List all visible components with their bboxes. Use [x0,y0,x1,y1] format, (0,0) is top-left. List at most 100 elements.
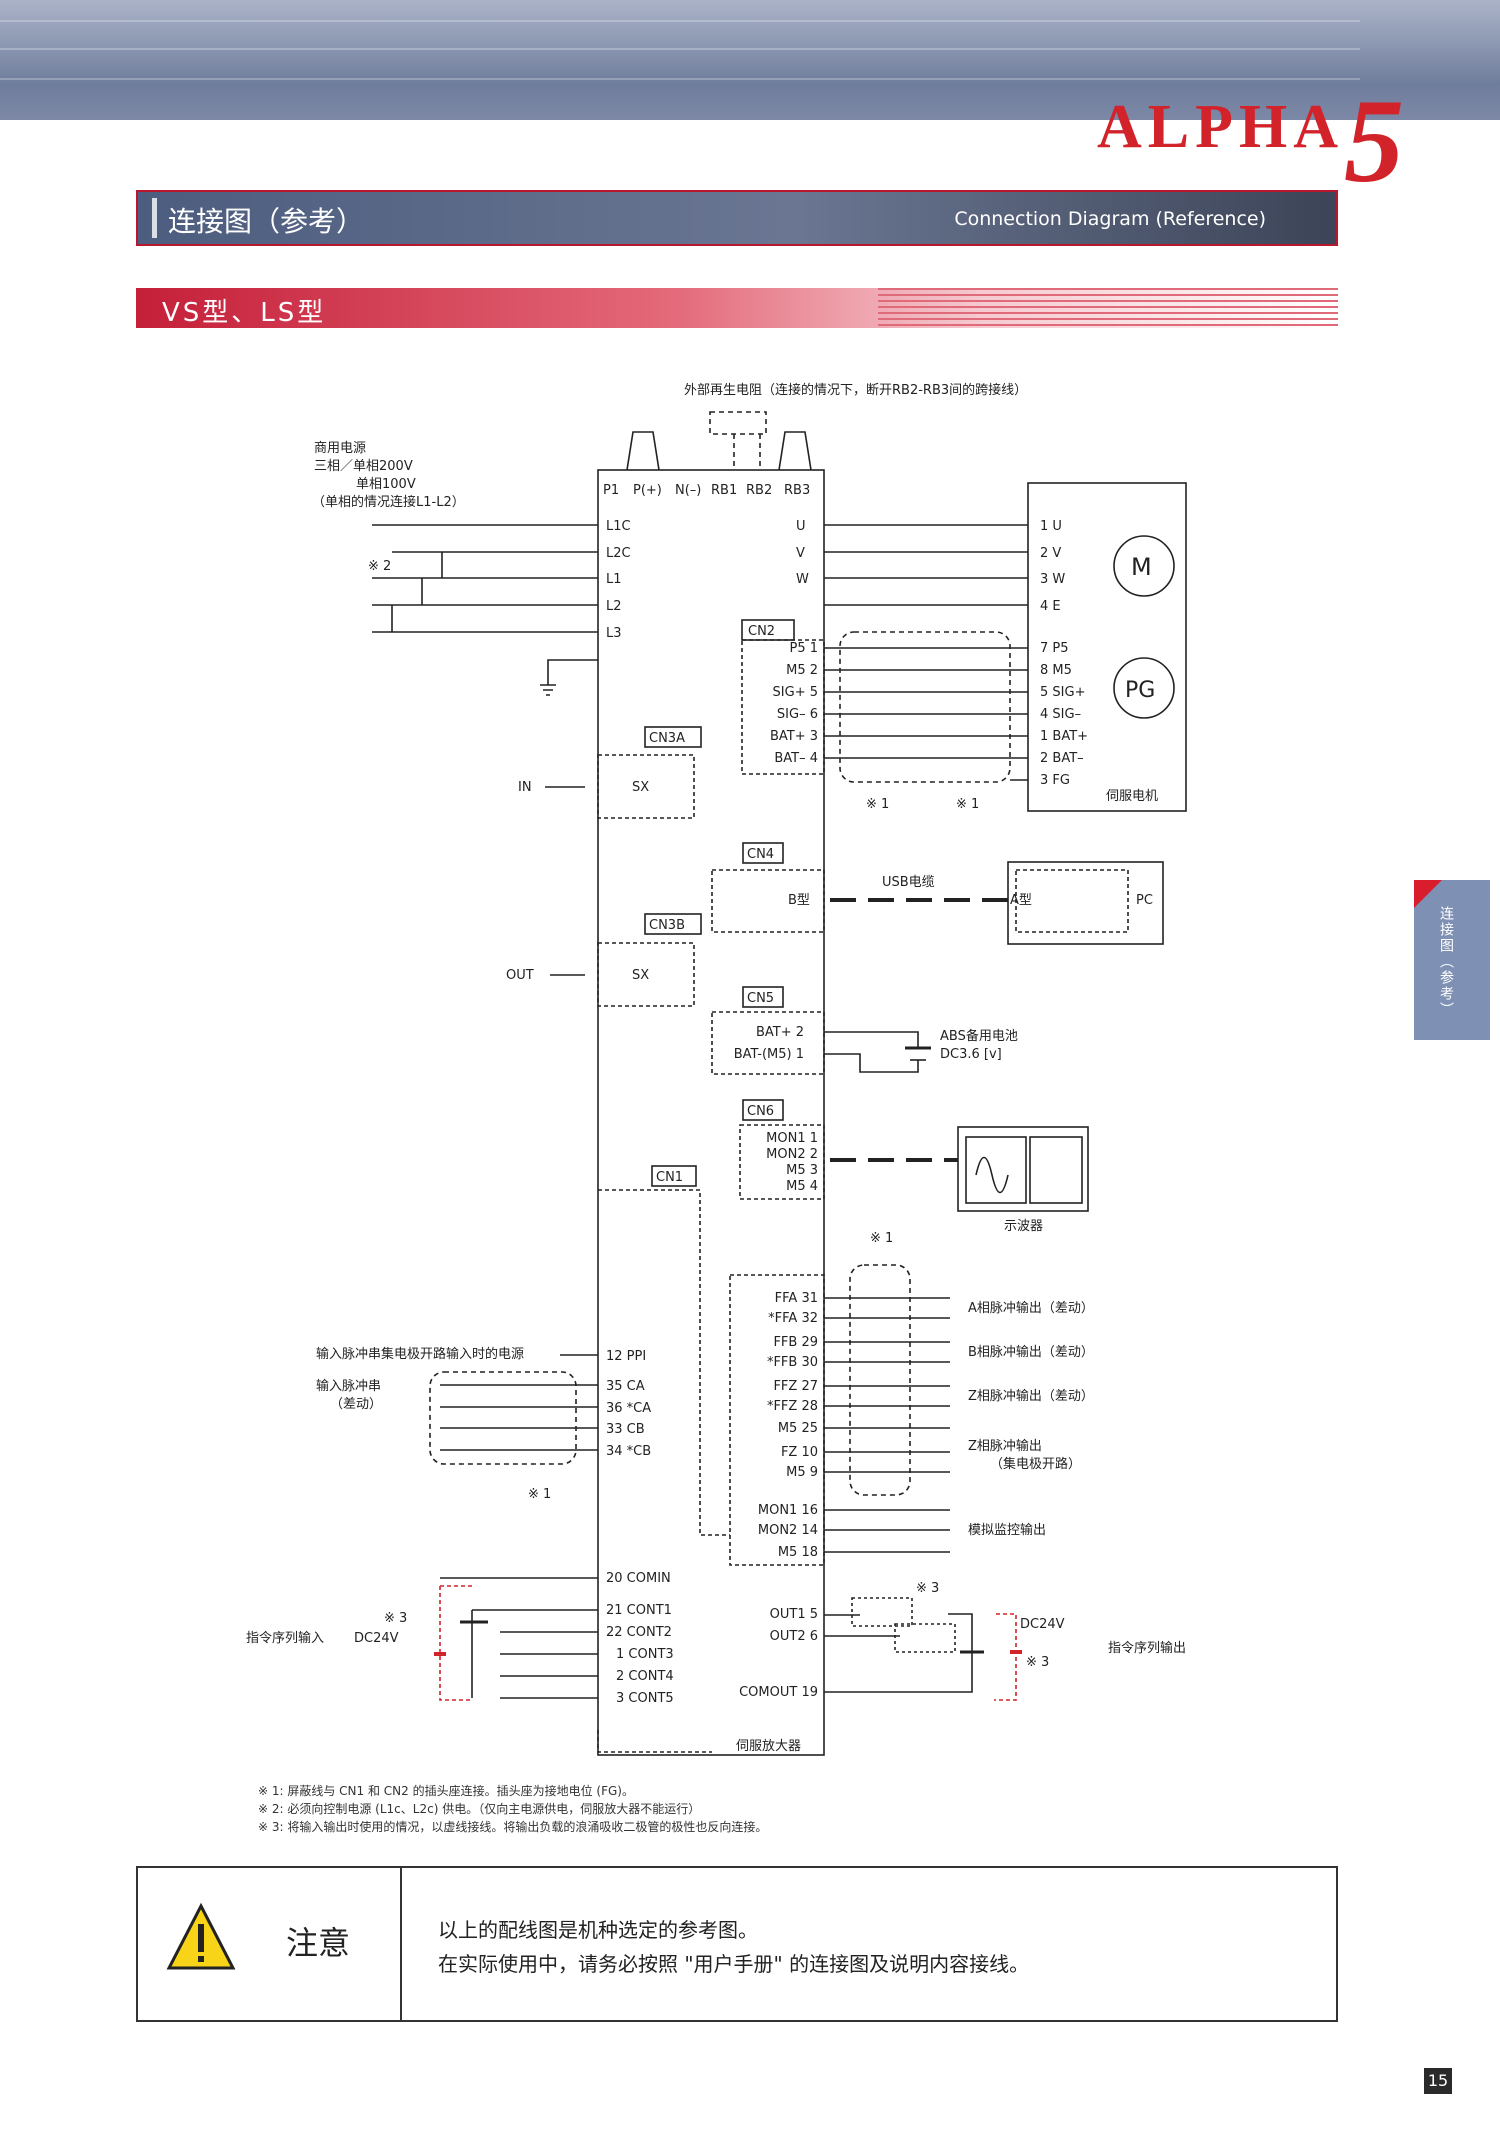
seq-output-pins: OUT1 5 OUT2 6 COMOUT 19 [739,1607,818,1700]
pin-label: M5 25 [778,1421,818,1436]
dc24v-label: DC24V [354,1631,399,1646]
pc-label: PC [1136,893,1153,908]
seq-input-label: 指令序列输入 [246,1630,324,1646]
pin-label: 3 CONT5 [616,1691,674,1706]
sx-label: SX [632,968,649,983]
note-2: ※ 2: 必须向控制电源 (L1c、L2c) 供电。（仅向主电源供电，伺服放大器… [258,1802,701,1816]
caution-box: 注意 以上的配线图是机种选定的参考图。 在实际使用中，请务必按照 "用户手册" … [136,1866,1338,2022]
pin-label: M5 9 [786,1465,818,1480]
mark1-label: ※ 1 [866,797,889,812]
pin-label: MON1 16 [758,1503,818,1518]
pin-label: FFZ 27 [773,1379,818,1394]
cn1-left-pins: 12 PPI 35 CA 36 *CA 33 CB 34 *CB [606,1349,651,1459]
pin-label: COMOUT 19 [739,1685,818,1700]
sub-header-title: VS型、LS型 [162,298,327,328]
side-tab[interactable]: 连接图（参考） [1414,880,1490,1040]
pin-label: BAT+ 2 [756,1025,804,1040]
cn6-label: CN6 [747,1104,774,1119]
pin-label: SIG– 6 [777,707,818,722]
term-label: V [796,546,805,561]
output-desc: Z相脉冲输出 [968,1438,1042,1454]
term-label: W [796,572,809,587]
pin-label: 21 CONT1 [606,1603,672,1618]
servo-motor-box [1027,482,1187,812]
pin-label: OUT2 6 [770,1629,818,1644]
warning-icon [166,1902,236,1970]
term-label: L3 [606,626,622,641]
mark3-label: ※ 3 [1026,1655,1049,1670]
pin-label: FZ 10 [781,1445,818,1460]
usb-a-label: A型 [1010,893,1032,908]
caution-title: 注意 [286,1924,351,1962]
term-label: 1 U [1040,519,1062,534]
note-3: ※ 3: 将输入输出时使用的情况，以虚线接线。将输出负载的浪涌吸收二极管的极性也… [258,1820,768,1834]
term-label: RB1 [711,483,737,498]
pin-label: M5 2 [786,663,818,678]
section-header: 连接图（参考） Connection Diagram (Reference) [136,190,1338,246]
mark1-label: ※ 1 [870,1231,893,1246]
power-supply-label: 单相100V [356,477,416,492]
cn2-right-pins: 7 P5 8 M5 5 SIG+ 4 SIG– 1 BAT+ 2 BAT– 3 … [1040,641,1088,788]
term-label: L1 [606,572,622,587]
output-desc: A相脉冲输出（差动） [968,1300,1094,1316]
term-label: L1C [606,519,631,534]
ext-regen-label: 外部再生电阻（连接的情况下，断开RB2-RB3间的跨接线） [684,382,1027,398]
pin-label: OUT1 5 [770,1607,818,1622]
term-label: P1 [603,483,619,498]
pin-label: 4 SIG– [1040,707,1081,722]
servo-amplifier-label: 伺服放大器 [736,1739,801,1754]
cn2-box [741,619,795,641]
pin-label: 35 CA [606,1379,645,1394]
ppi-power-label: 输入脉冲串集电极开路输入时的电源 [316,1346,524,1362]
seq-input-pins: 20 COMIN 21 CONT1 22 CONT2 1 CONT3 2 CON… [606,1571,674,1706]
output-desc: Z相脉冲输出（差动） [968,1388,1094,1404]
mark1-label: ※ 1 [956,797,979,812]
seq-output-label: 指令序列输出 [1108,1640,1186,1656]
mark1-label: ※ 1 [528,1487,551,1502]
pin-label: 1 CONT3 [616,1647,674,1662]
top-banner [0,0,1500,120]
brand-number: 5 [1344,74,1410,207]
pin-label: 2 BAT– [1040,751,1084,766]
pin-label: 2 CONT4 [616,1669,674,1684]
pin-label: 36 *CA [606,1401,651,1416]
pin-label: FFA 31 [775,1291,818,1306]
out-label: OUT [506,968,534,983]
usb-cable-label: USB电缆 [882,874,935,890]
pin-label: BAT+ 3 [770,729,818,744]
pin-label: 33 CB [606,1422,645,1437]
battery-voltage-label: DC3.6 [v] [940,1047,1002,1062]
pin-label: FFB 29 [773,1335,818,1350]
pin-label: SIG+ 5 [773,685,818,700]
pin-label: 3 FG [1040,773,1070,788]
power-supply-label: 三相／单相200V [314,459,413,474]
cn1-right-pins: FFA 31 *FFA 32 FFB 29 *FFB 30 FFZ 27 *FF… [758,1291,818,1560]
dc24v-label: DC24V [1020,1617,1065,1632]
term-label: L2C [606,546,631,561]
pulse-input-label: （差动） [330,1397,382,1412]
caution-line-1: 以上的配线图是机种选定的参考图。 [438,1918,758,1942]
in-label: IN [518,780,532,795]
pin-label: *FFA 32 [768,1311,818,1326]
term-label: 2 V [1040,546,1061,561]
oscilloscope-label: 示波器 [1004,1219,1043,1234]
term-label: N(–) [675,483,701,498]
term-label: 4 E [1040,599,1061,614]
pin-label: 20 COMIN [606,1571,671,1586]
cn3b-label: CN3B [649,918,685,933]
pin-label: 12 PPI [606,1349,646,1364]
cn2-left-pins: P5 1 M5 2 SIG+ 5 SIG– 6 BAT+ 3 BAT– 4 [770,641,818,766]
sx-label: SX [632,780,649,795]
connection-diagram: 外部再生电阻（连接的情况下，断开RB2-RB3间的跨接线） 商用电源 三相／单相… [246,382,1187,1756]
note-1: ※ 1: 屏蔽线与 CN1 和 CN2 的插头座连接。插头座为接地电位 (FG)… [258,1784,634,1798]
pin-label: *FFZ 28 [767,1399,818,1414]
term-label: RB2 [746,483,772,498]
cn5-label: CN5 [747,991,774,1006]
term-label: L2 [606,599,622,614]
side-tab-label: 连接图（参考） [1438,906,1454,1018]
section-title-cn: 连接图（参考） [168,205,365,238]
term-label: RB3 [784,483,810,498]
motor-symbol: M [1131,553,1152,581]
pin-label: 22 CONT2 [606,1625,672,1640]
term-label: U [796,519,806,534]
